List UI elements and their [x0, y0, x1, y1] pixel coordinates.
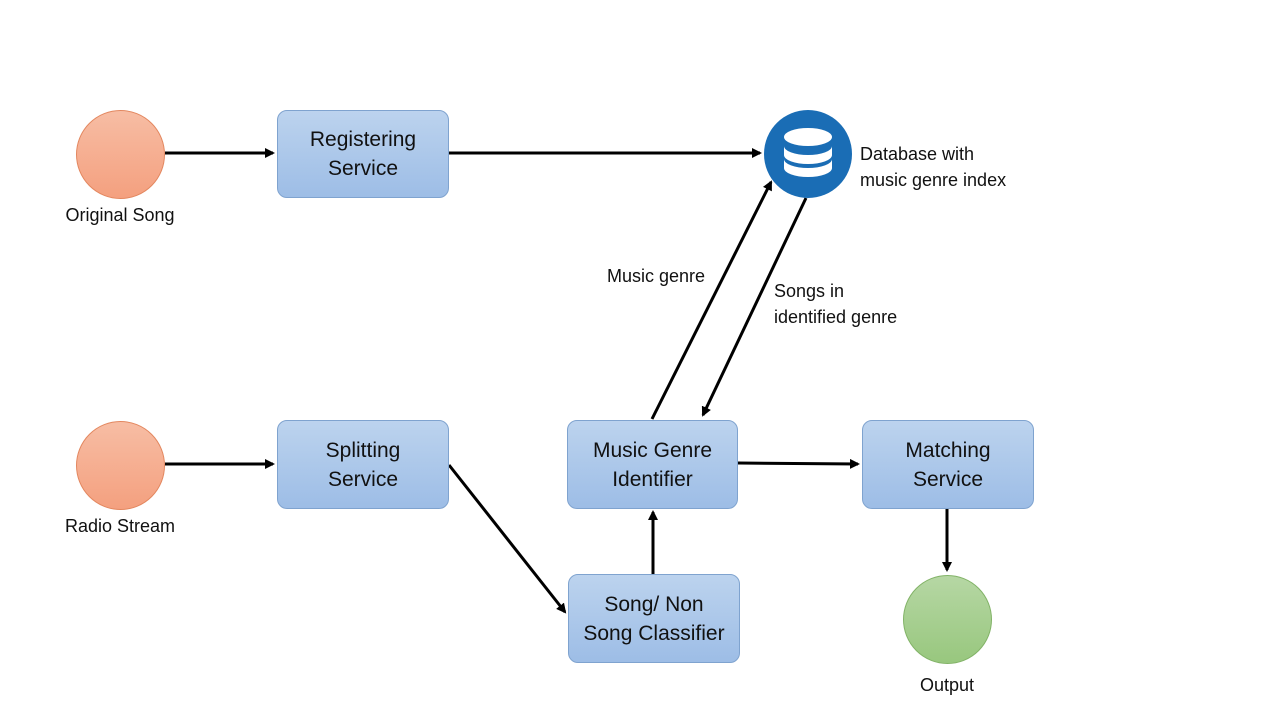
output-label: Output — [919, 675, 975, 695]
music-genre-edge-label: Music genre — [607, 266, 706, 286]
splitting-service-node: Splitting Service — [277, 420, 449, 509]
music-genre-identifier-node: Music Genre Identifier — [567, 420, 738, 509]
songs-in-genre-edge-label: Songs in identified genre — [774, 281, 898, 327]
music-genre-identifier-label: Music Genre Identifier — [592, 438, 713, 491]
edge-database-to-identifier — [701, 197, 808, 417]
edge-identifier-to-database — [650, 180, 773, 420]
edge-identifier-to-matching — [737, 458, 860, 469]
radio-stream-circle — [76, 421, 165, 510]
database-label: Database with music genre index — [860, 144, 1007, 190]
database-icon — [784, 128, 832, 177]
matching-service-label: Matching Service — [905, 438, 991, 491]
original-song-circle — [76, 110, 165, 199]
radio-stream-label: Radio Stream — [64, 516, 176, 536]
song-classifier-node: Song/ Non Song Classifier — [568, 574, 740, 663]
registering-service-node: Registering Service — [277, 110, 449, 198]
original-song-label: Original Song — [65, 205, 175, 225]
output-circle — [903, 575, 992, 664]
database-node — [764, 110, 852, 198]
matching-service-node: Matching Service — [862, 420, 1034, 509]
song-classifier-label: Song/ Non Song Classifier — [583, 592, 725, 645]
splitting-service-label: Splitting Service — [325, 438, 401, 491]
registering-service-label: Registering Service — [309, 128, 417, 180]
edge-splitting-to-classifier — [447, 464, 567, 614]
